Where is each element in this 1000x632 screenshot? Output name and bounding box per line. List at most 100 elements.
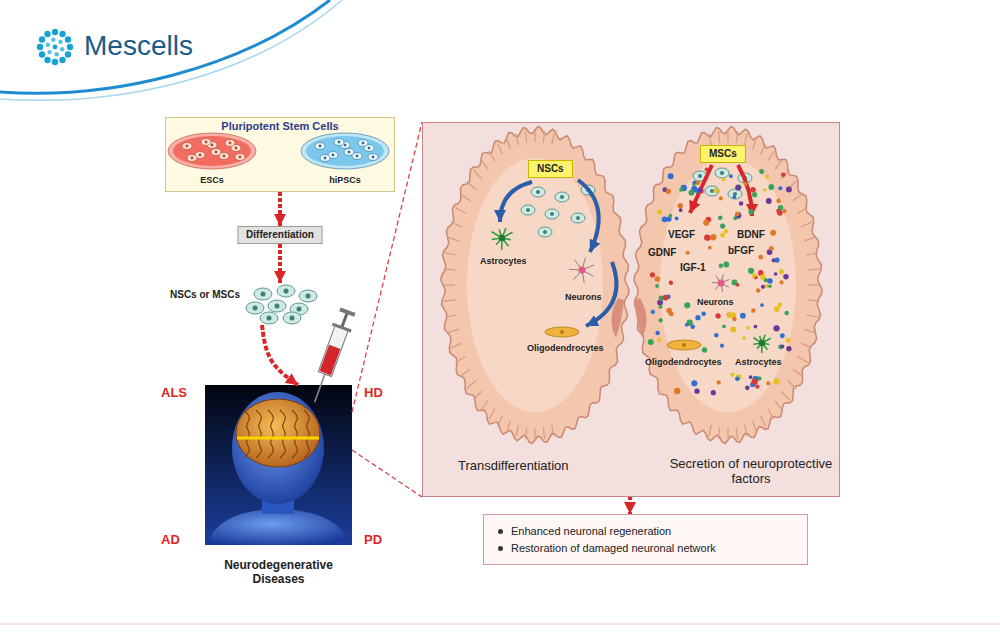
neuroprotective-factor-dots: [746, 326, 750, 330]
brain-section: [782, 170, 790, 179]
zoom-line: [352, 122, 422, 412]
brain-section: [534, 130, 535, 142]
neuroprotective-factor-dots: [730, 326, 736, 332]
neuroprotective-factor-dots: [722, 178, 726, 182]
neuroprotective-factor-dots: [782, 209, 786, 213]
neuroprotective-factor-dots: [679, 188, 683, 192]
culture-dish-text: ESCs: [168, 175, 256, 186]
brain-section: [467, 181, 476, 189]
neuroprotective-factor-dots: [769, 246, 774, 251]
brain-section: [451, 343, 462, 348]
label-holder: AD: [161, 533, 180, 548]
stem-cell-cluster: [290, 316, 295, 321]
therapy-panel-fill: [422, 122, 840, 497]
brain-section: [808, 284, 820, 285]
factor-label: VEGF: [668, 229, 695, 241]
patient-head-illustration: [256, 410, 261, 458]
neuroprotective-factor-dots: [768, 284, 772, 288]
neuroprotective-factor-dots: [719, 263, 723, 267]
petri-dish: [348, 151, 351, 154]
neuroprotective-factor-dots: [766, 198, 772, 204]
neural-stem-cells: [536, 190, 540, 194]
label-holder: Astrocytes: [735, 357, 782, 367]
neuroprotective-factor-dots: [666, 308, 672, 314]
neuroprotective-factor-dots: [686, 251, 690, 255]
brain-section: [451, 222, 462, 227]
text-holder: Secretion of neuroprotective factors: [666, 456, 836, 486]
neuroprotective-factor-dots: [720, 233, 725, 238]
brain-section: [660, 158, 796, 412]
factor-label: BDNF: [737, 229, 765, 241]
neural-stem-cells: [545, 209, 559, 219]
neuroprotective-factor-dots: [727, 312, 733, 318]
petri-dish: [301, 133, 389, 169]
label-holder: Neurons: [565, 292, 602, 302]
syringe: [339, 307, 355, 316]
neuroprotective-factor-dots: [786, 338, 791, 343]
logo-icon: [39, 51, 45, 57]
logo-icon: [52, 29, 58, 35]
petri-dish: [239, 156, 242, 159]
neuroprotective-factor-dots: [651, 310, 655, 314]
differentiation-arrow: [500, 182, 532, 222]
stem-cell-cluster: [267, 316, 272, 321]
petri-dish: [186, 145, 189, 148]
label-holder: PD: [364, 533, 382, 548]
neuroprotective-factor-dots: [711, 390, 716, 395]
therapy-panel-text: Secretion of neuroprotective factors: [666, 456, 836, 486]
patient-head-illustration: [236, 399, 320, 467]
stem-cell-cluster: [246, 302, 264, 314]
label-holder: IGF-1: [680, 262, 706, 274]
neuroprotective-factor-dots: [759, 169, 764, 174]
neuroprotective-factor-dots: [657, 209, 662, 214]
neuroprotective-factor-dots: [736, 283, 740, 287]
petri-dish: [191, 157, 194, 160]
neuroprotective-factor-dots: [732, 195, 736, 199]
flow-arrow: [628, 497, 632, 514]
neuroprotective-factor-dots: [760, 303, 764, 307]
neuroprotective-factor-dots: [674, 388, 680, 394]
neuroprotective-factor-dots: [740, 313, 746, 319]
neuroprotective-factor-dots: [720, 344, 724, 348]
brain-section: [727, 130, 728, 142]
label-holder: Astrocytes: [480, 256, 527, 266]
cell-type-tag: NSCs: [528, 160, 573, 178]
brain-section: [498, 143, 503, 154]
neuroprotective-factor-dots: [752, 273, 757, 278]
neuroprotective-factor-dots: [684, 302, 690, 308]
brain-section: [753, 421, 757, 432]
factor-label: IGF-1: [680, 262, 706, 274]
petri-dish: [368, 147, 371, 150]
petri-dish: [324, 157, 327, 160]
neuroprotective-factor-dots: [724, 229, 728, 233]
neuroprotective-factor-dots: [695, 315, 700, 320]
petri-dish: [215, 151, 218, 154]
cell-group: NSCs or MSCs: [165, 283, 315, 325]
label-holder: Oligodendrocytes: [527, 343, 604, 353]
stem-cell-cluster: [253, 306, 258, 311]
neural-stem-cells: [543, 230, 547, 234]
brain-section: [441, 126, 822, 443]
neuroprotective-factor-dots: [770, 230, 776, 236]
neuroprotective-factor-dots: [748, 209, 753, 214]
neuroprotective-factor-dots: [723, 261, 729, 267]
neuroprotective-factor-dots: [778, 303, 783, 308]
stem-cell-cluster: [277, 285, 295, 297]
oligodendrocyte-icon: [667, 340, 701, 350]
brain-section: [461, 369, 471, 376]
petri-dish: [182, 143, 192, 150]
brain-section: [775, 160, 782, 170]
process-box-text: Differentiation: [245, 229, 316, 241]
outcome-box-text: Restoration of damaged neuronal network: [511, 540, 716, 556]
neural-stem-cells: [521, 205, 535, 215]
bullet-dot: [498, 546, 503, 551]
brain-section: [516, 133, 518, 145]
brain-section: [753, 138, 757, 149]
neural-stem-cells: [538, 227, 552, 237]
brain-section: [727, 428, 728, 440]
neuroprotective-factor-dots: [781, 344, 785, 348]
logo-icon: [46, 43, 50, 47]
brain-section: [467, 158, 603, 412]
label-holder: Neurons: [697, 297, 734, 307]
